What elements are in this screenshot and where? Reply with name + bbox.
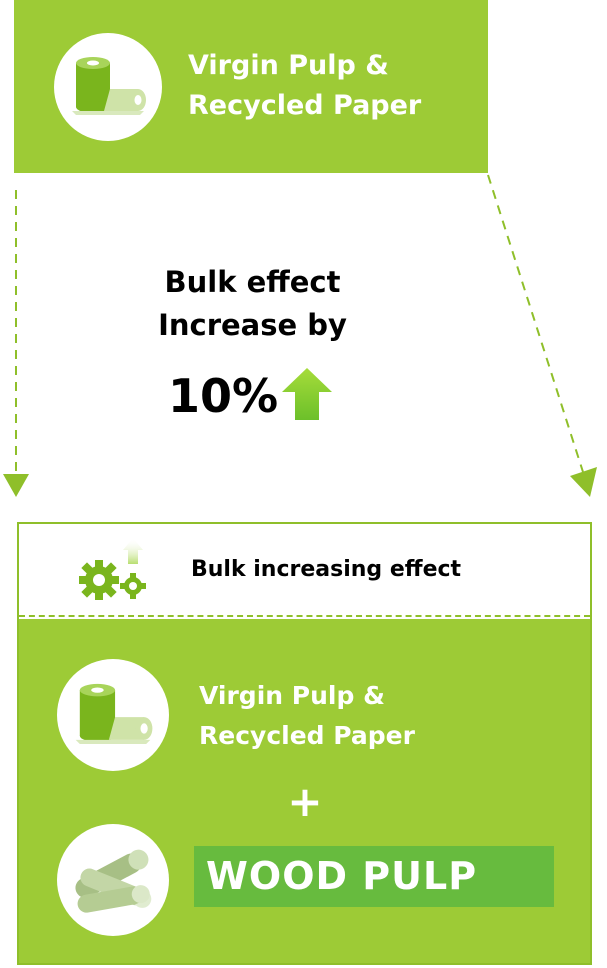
result-label-line2: Recycled Paper: [199, 721, 415, 750]
up-arrow-icon: [282, 368, 332, 420]
plus-sign: +: [287, 777, 323, 826]
result-label-line1: Virgin Pulp &: [199, 681, 385, 710]
gears-icon: [79, 538, 146, 600]
result-box: Virgin Pulp & Recycled Paper + WOOD PULP: [19, 619, 590, 963]
right-arrow-head: [570, 467, 597, 497]
result-source-label: Virgin Pulp & Recycled Paper: [199, 676, 499, 756]
paper-roll-icon: [54, 33, 162, 141]
wood-pulp-label: WOOD PULP: [206, 854, 478, 898]
paper-roll-icon: [57, 659, 169, 771]
top-label-line2: Recycled Paper: [188, 90, 422, 121]
bulk-effect-line1: Bulk effect: [164, 265, 341, 299]
wood-pulp-box: WOOD PULP: [194, 846, 554, 907]
right-dashed-arrow-line: [487, 174, 584, 473]
result-frame: [17, 522, 592, 965]
bulk-effect-text: Bulk effect Increase by: [120, 261, 385, 347]
top-source-label: Virgin Pulp & Recycled Paper: [188, 46, 488, 126]
top-label-line1: Virgin Pulp &: [188, 50, 389, 81]
left-arrow-head: [3, 474, 29, 497]
wood-logs-icon: [57, 824, 169, 936]
top-source-box: Virgin Pulp & Recycled Paper: [14, 0, 488, 173]
bulk-increasing-label: Bulk increasing effect: [191, 557, 462, 582]
bulk-effect-line2: Increase by: [158, 308, 347, 342]
bulk-effect-header: Bulk increasing effect: [19, 524, 590, 617]
increase-percent: 10%: [168, 369, 279, 423]
